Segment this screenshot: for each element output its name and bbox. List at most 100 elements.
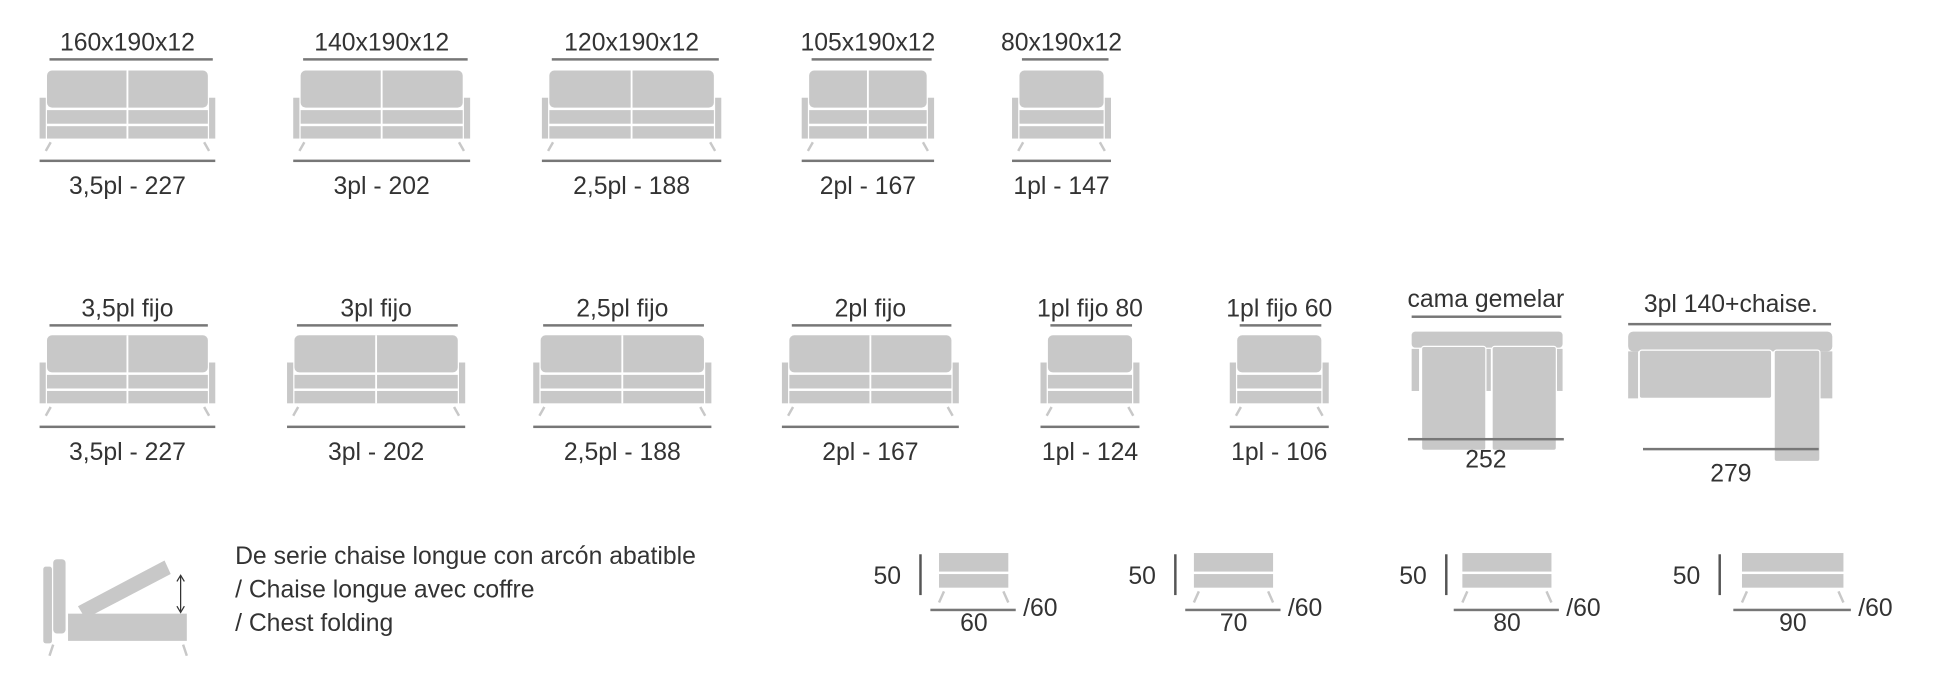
chaise-sofa-top-icon bbox=[1628, 331, 1833, 463]
width-line bbox=[930, 608, 1016, 611]
base bbox=[1047, 390, 1133, 404]
seat-cushion bbox=[1019, 110, 1104, 124]
dimension-line bbox=[287, 425, 466, 428]
chest-description-line: / Chaise longue avec coffre bbox=[235, 576, 535, 604]
leg-right bbox=[709, 141, 717, 152]
dimension-line bbox=[1021, 58, 1109, 61]
backrest bbox=[1237, 335, 1322, 373]
armrest-right bbox=[1104, 97, 1112, 139]
model-width-label: 279 bbox=[1710, 460, 1752, 488]
leg-right bbox=[946, 406, 954, 417]
leg-right bbox=[203, 406, 211, 417]
stool-depth-label: /60 bbox=[1023, 595, 1058, 623]
sofa-front-icon bbox=[287, 335, 466, 417]
width-line bbox=[1185, 608, 1281, 611]
height-line bbox=[1174, 554, 1176, 596]
sofa-front-icon bbox=[1012, 70, 1112, 152]
chest-folding-icon bbox=[43, 559, 188, 657]
dimension-line bbox=[1040, 425, 1140, 428]
size-label: 160x190x12 bbox=[60, 29, 195, 57]
model-label: 1pl fijo 60 bbox=[1226, 295, 1333, 323]
armrest-right bbox=[705, 362, 712, 404]
stool-icon bbox=[1740, 553, 1845, 604]
model-width-label: 3pl - 202 bbox=[327, 439, 425, 467]
dimension-line bbox=[1407, 437, 1564, 440]
sofa-front-icon bbox=[533, 335, 712, 417]
leg-right bbox=[452, 406, 461, 417]
size-label: 140x190x12 bbox=[314, 29, 450, 57]
leg-right bbox=[921, 141, 929, 152]
armrest-right bbox=[715, 97, 722, 139]
model-width-label: 2,5pl - 188 bbox=[573, 173, 691, 201]
height-line bbox=[1718, 554, 1721, 596]
leg-right bbox=[203, 141, 211, 152]
dimension-line bbox=[39, 425, 216, 428]
seat-cushion bbox=[1237, 374, 1322, 389]
sofa-front-icon bbox=[801, 70, 935, 152]
stool-icon bbox=[1192, 553, 1275, 604]
leg-left bbox=[44, 406, 52, 417]
dimension-line bbox=[296, 324, 458, 327]
sofa-front-icon bbox=[781, 335, 959, 417]
model-label: cama gemelar bbox=[1407, 285, 1565, 314]
stool-width-label: 60 bbox=[960, 609, 988, 638]
leg-left bbox=[806, 141, 814, 152]
height-line bbox=[1445, 554, 1447, 596]
dimension-line bbox=[811, 58, 932, 61]
dimension-line bbox=[781, 425, 959, 428]
model-width-label: 1pl - 106 bbox=[1231, 439, 1328, 467]
seat-cushion bbox=[1047, 374, 1133, 389]
stool-icon bbox=[937, 553, 1010, 604]
model-width-label: 3,5pl - 227 bbox=[68, 173, 186, 201]
armrest-left bbox=[541, 97, 549, 139]
dimension-line bbox=[49, 58, 213, 61]
model-width-label: 1pl - 147 bbox=[1013, 173, 1110, 201]
leg-left bbox=[787, 406, 795, 417]
dimension-line bbox=[791, 324, 952, 327]
model-width-label: 1pl - 124 bbox=[1041, 439, 1139, 467]
size-label: 105x190x12 bbox=[800, 29, 936, 57]
size-label: 120x190x12 bbox=[564, 29, 700, 57]
model-label: 3pl 140+chaise. bbox=[1643, 290, 1818, 318]
armrest-left bbox=[781, 362, 789, 404]
leg-right bbox=[457, 141, 466, 152]
stool-width-label: 80 bbox=[1493, 609, 1521, 638]
model-width-label: 3,5pl - 227 bbox=[68, 439, 186, 467]
armrest-left bbox=[39, 362, 46, 404]
model-width-label: 2pl - 167 bbox=[819, 173, 917, 201]
dimension-line bbox=[1643, 447, 1819, 450]
model-label: 1pl fijo 80 bbox=[1037, 295, 1143, 323]
armrest-left bbox=[287, 362, 294, 404]
dimension-line bbox=[293, 159, 471, 162]
dimension-line bbox=[1628, 322, 1832, 325]
chest-description-line: / Chest folding bbox=[235, 609, 394, 638]
stool-height-label: 50 bbox=[1672, 562, 1701, 591]
base bbox=[1237, 390, 1322, 404]
stool-depth-label: /60 bbox=[1287, 595, 1323, 623]
armrest-right bbox=[927, 97, 935, 139]
sofa-front-icon bbox=[293, 70, 471, 152]
armrest-right bbox=[463, 97, 471, 139]
sofa-front-icon bbox=[39, 70, 216, 152]
dimension-line bbox=[39, 159, 216, 162]
armrest-left bbox=[1012, 97, 1019, 139]
armrest-right bbox=[952, 362, 959, 404]
armrest-right bbox=[209, 362, 216, 404]
stool-height-label: 50 bbox=[1399, 562, 1427, 591]
leg-left bbox=[1045, 406, 1053, 417]
sofa-front-icon bbox=[39, 335, 216, 417]
dimension-line bbox=[551, 58, 719, 61]
armrest-left bbox=[533, 362, 540, 404]
dimension-line bbox=[543, 324, 704, 327]
dimension-line bbox=[1050, 324, 1133, 327]
chest-description-line: De serie chaise longue con arcón abatibl… bbox=[235, 543, 696, 571]
model-width-label: 252 bbox=[1465, 446, 1507, 474]
dimension-line bbox=[1411, 315, 1562, 318]
leg-right bbox=[699, 406, 707, 417]
twin-bed-sofa-top-icon bbox=[1411, 331, 1563, 451]
leg-left bbox=[292, 406, 300, 417]
leg-left bbox=[44, 141, 52, 152]
stool-height-label: 50 bbox=[873, 562, 901, 591]
armrest-right bbox=[459, 362, 466, 404]
